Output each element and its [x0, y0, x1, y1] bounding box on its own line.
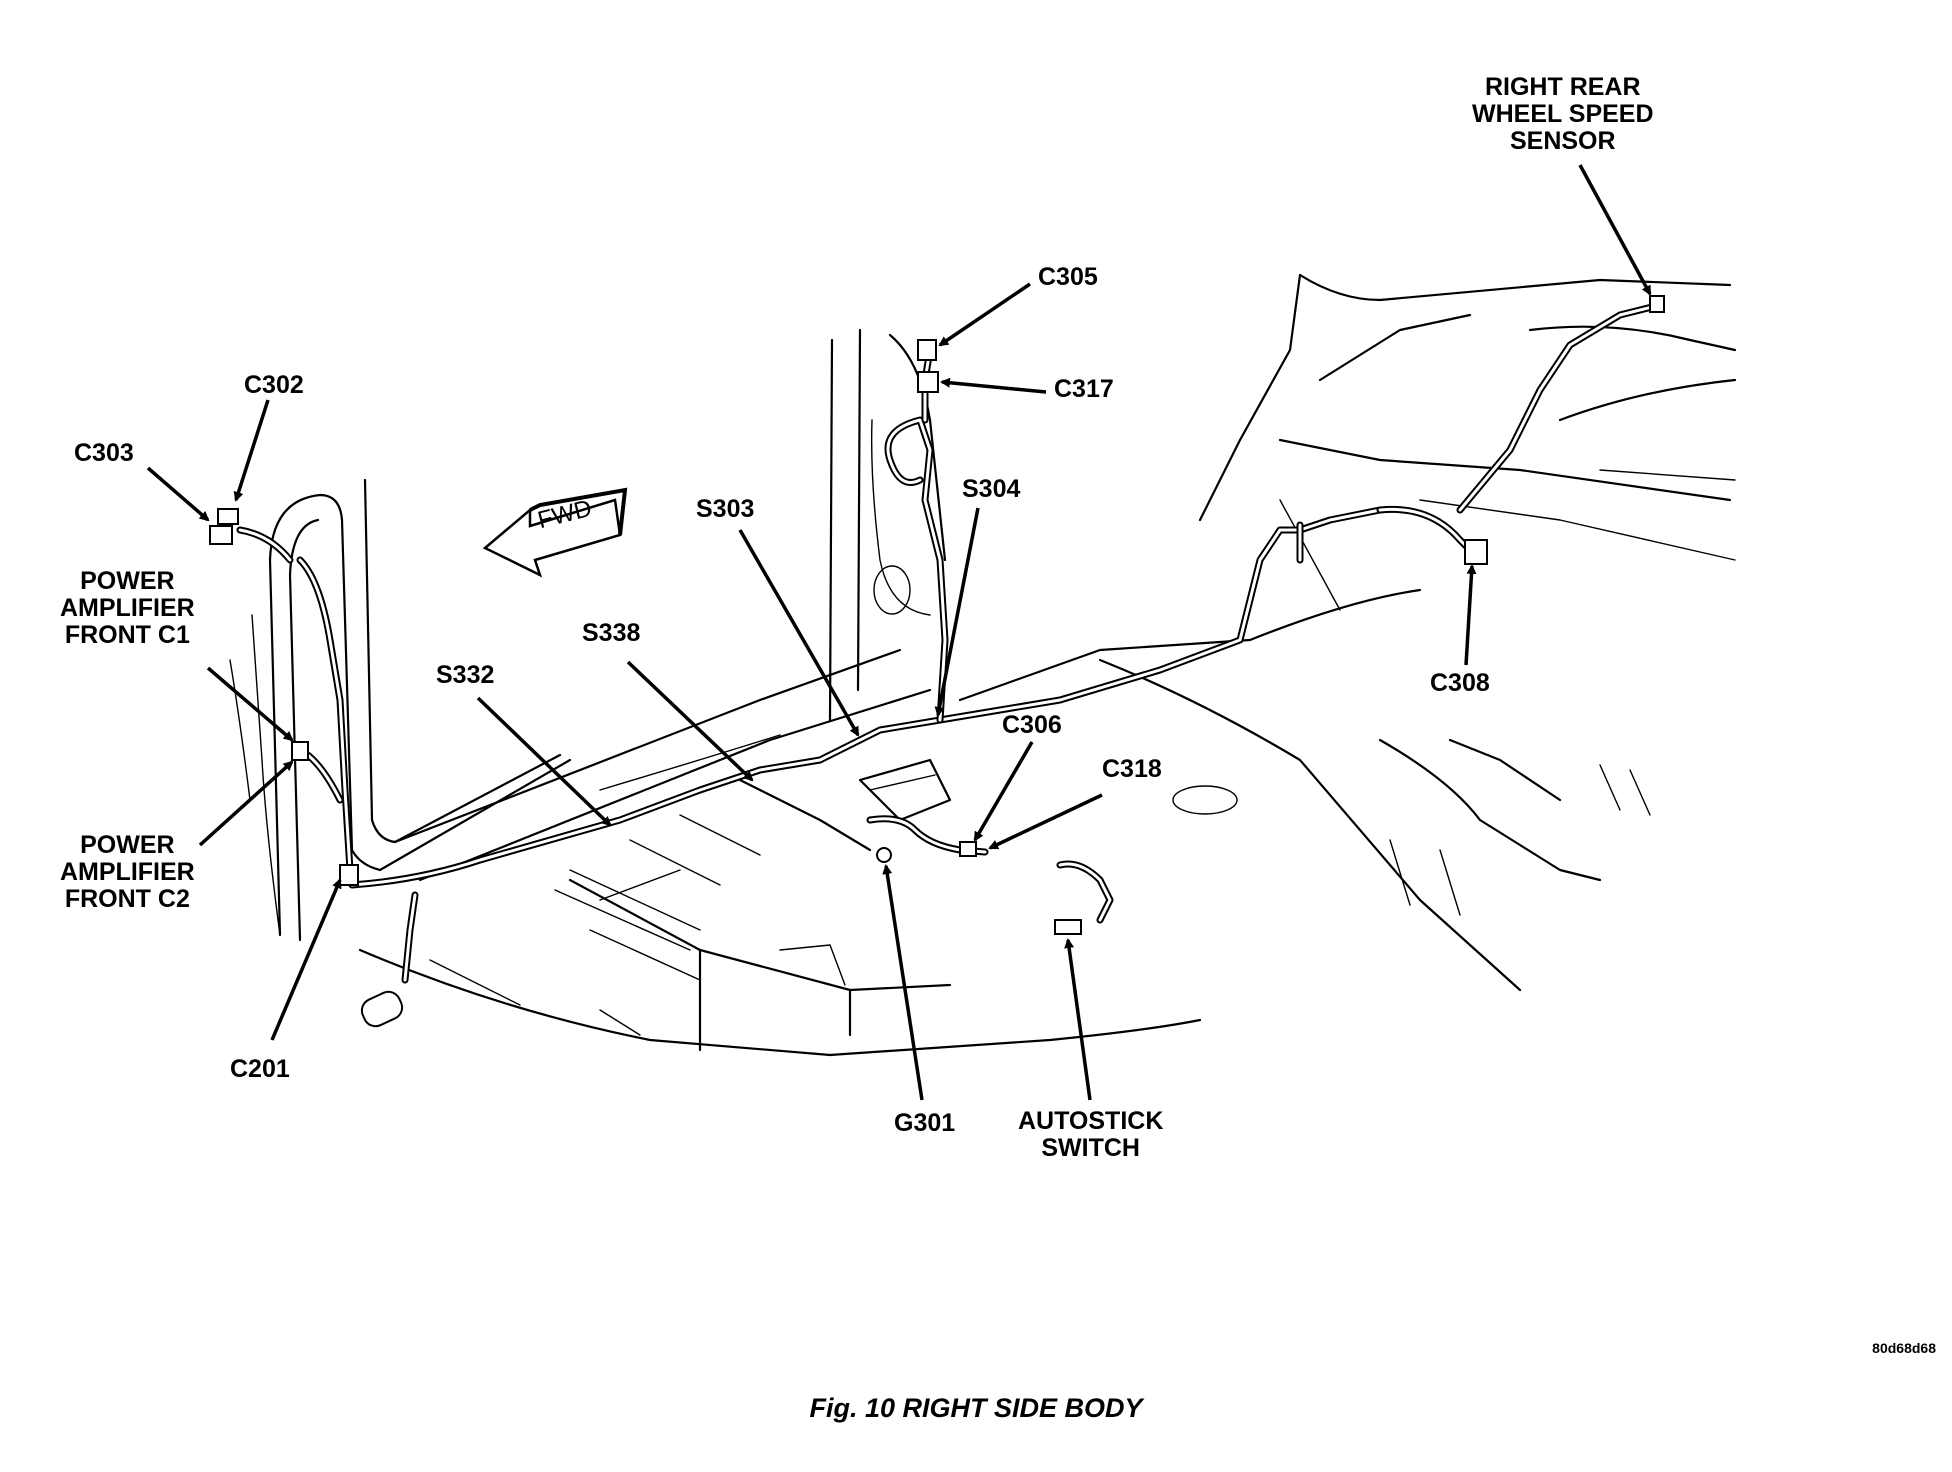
c302-connector — [217, 508, 239, 525]
label-c317: C317 — [1054, 375, 1114, 403]
rr-wss-connector — [1649, 295, 1665, 313]
autostick-connector — [1054, 919, 1082, 935]
figure-caption: Fig. 10 RIGHT SIDE BODY — [809, 1393, 1143, 1423]
label-c201: C201 — [230, 1055, 290, 1083]
label-c306: C306 — [1002, 711, 1062, 739]
c201-plug — [360, 990, 404, 1028]
c201-connector — [339, 864, 359, 886]
pa-c1-connector — [291, 741, 309, 761]
label-s332: S332 — [436, 661, 495, 689]
c317-connector — [917, 371, 939, 393]
c308-connector — [1464, 539, 1488, 565]
label-right-rear-wheel-speed-sensor: RIGHT REAR WHEEL SPEED SENSOR — [1472, 73, 1654, 155]
label-c303: C303 — [74, 439, 134, 467]
body-structure — [229, 273, 1737, 1057]
label-power-amplifier-front-c1: POWER AMPLIFIER FRONT C1 — [60, 567, 195, 649]
label-g301: G301 — [894, 1109, 956, 1137]
label-s303: S303 — [696, 495, 755, 523]
label-c305: C305 — [1038, 263, 1098, 291]
g301-ground — [876, 847, 892, 863]
label-c308: C308 — [1430, 669, 1490, 697]
label-s338: S338 — [582, 619, 641, 647]
leader-lines — [146, 164, 1652, 1101]
c303-connector — [209, 525, 233, 545]
connectors — [209, 295, 1665, 1028]
label-power-amplifier-front-c2: POWER AMPLIFIER FRONT C2 — [60, 831, 195, 913]
figure-id: 80d68d68 — [1872, 1340, 1936, 1356]
c306-connector — [959, 841, 977, 857]
fwd-arrow-icon — [482, 487, 628, 578]
label-c318: C318 — [1102, 755, 1162, 783]
label-s304: S304 — [962, 475, 1021, 503]
label-c302: C302 — [244, 371, 304, 399]
c305-connector — [917, 339, 937, 361]
label-autostick-switch: AUTOSTICK SWITCH — [1018, 1107, 1164, 1162]
wiring-harness — [236, 301, 1664, 984]
